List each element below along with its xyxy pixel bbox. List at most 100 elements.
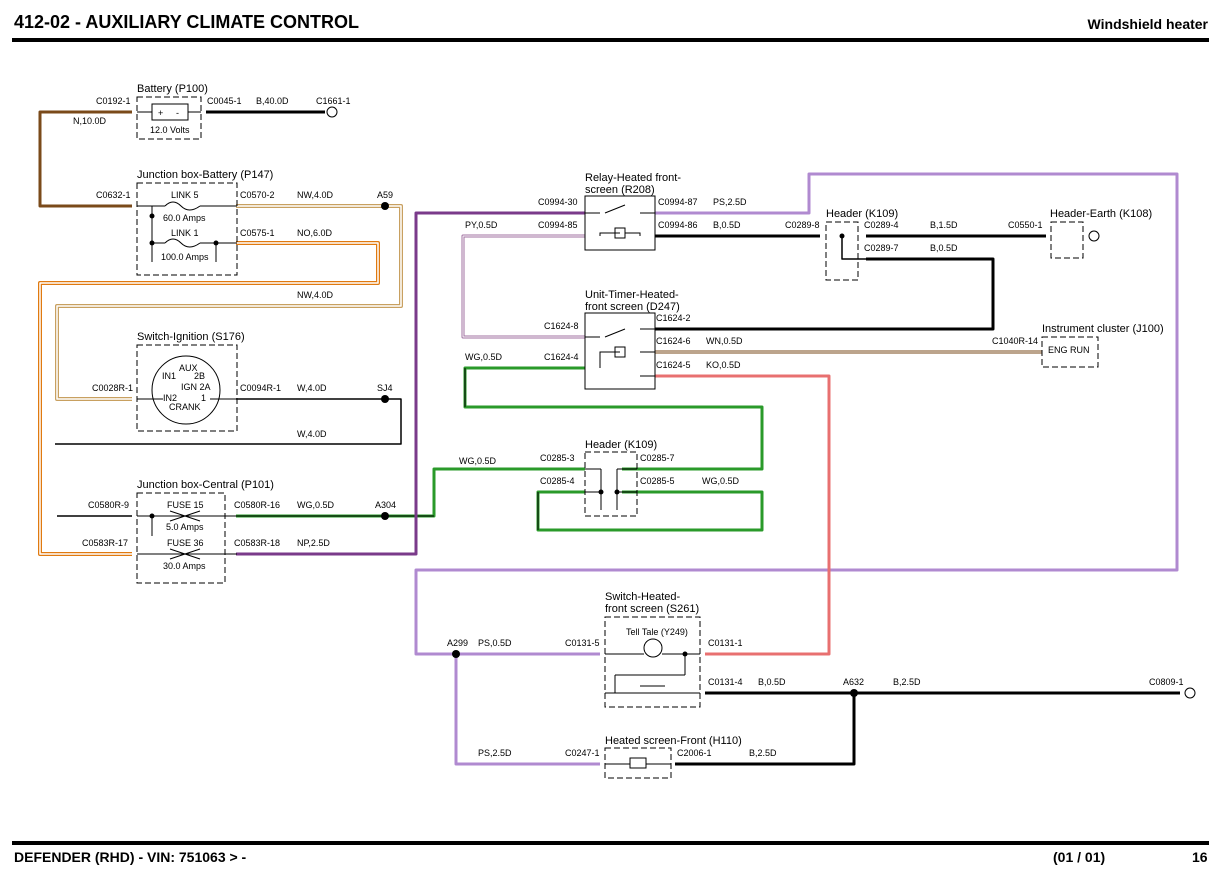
svg-text:-: - bbox=[176, 108, 179, 118]
wire-label-ko05: KO,0.5D bbox=[706, 360, 741, 370]
pin-c0550-1: C0550-1 bbox=[1008, 220, 1043, 230]
svg-text:+: + bbox=[158, 108, 163, 118]
pin-c0131-1: C0131-1 bbox=[708, 638, 743, 648]
wire-np25 bbox=[236, 211, 585, 556]
pin-c0289-7: C0289-7 bbox=[864, 243, 899, 253]
screen-title: Heated screen-Front (H110) bbox=[605, 735, 742, 747]
unit-timer-d247 bbox=[584, 312, 656, 390]
wire-wg05-a304 bbox=[236, 467, 585, 518]
splice-label-sj4: SJ4 bbox=[377, 383, 393, 393]
battery-voltage: 12.0 Volts bbox=[150, 125, 190, 135]
switch-heated-front-screen-s261 bbox=[604, 616, 701, 708]
pin-c0285-4: C0285-4 bbox=[540, 476, 575, 486]
pin-c0809-1: C0809-1 bbox=[1149, 677, 1184, 687]
relay-title-1: Relay-Heated front- bbox=[585, 172, 681, 184]
fuse36-rating: 30.0 Amps bbox=[163, 561, 206, 571]
pin-c0285-7: C0285-7 bbox=[640, 453, 675, 463]
ign-in1: IN1 bbox=[162, 371, 176, 381]
wire-label-w40b: W,4.0D bbox=[297, 429, 327, 439]
wire-n10 bbox=[38, 110, 132, 208]
page-title: 412-02 - AUXILIARY CLIMATE CONTROL bbox=[14, 12, 360, 32]
pin-c0192-1: C0192-1 bbox=[96, 96, 131, 106]
footer-vehicle: DEFENDER (RHD) - VIN: 751063 > - bbox=[14, 849, 247, 865]
junction-box-central-p101 bbox=[136, 492, 237, 584]
ignition-title: Switch-Ignition (S176) bbox=[137, 331, 245, 343]
ign-aux: AUX bbox=[179, 363, 198, 373]
wire-label-nw40b: NW,4.0D bbox=[297, 290, 334, 300]
splice-label-a59: A59 bbox=[377, 190, 393, 200]
switch-title-2: front screen (S261) bbox=[605, 603, 699, 615]
wire-ps25-loop bbox=[414, 172, 1179, 656]
relay-heated-front-screen-r208 bbox=[584, 195, 656, 251]
pin-c1624-8: C1624-8 bbox=[544, 321, 579, 331]
ign-in2: IN2 bbox=[163, 393, 177, 403]
header-earth-k108 bbox=[1050, 221, 1100, 259]
footer-rule bbox=[12, 841, 1209, 845]
pin-c2006-1: C2006-1 bbox=[677, 748, 712, 758]
header-earth-title: Header-Earth (K108) bbox=[1050, 208, 1152, 220]
wire-label-b15: B,1.5D bbox=[930, 220, 958, 230]
wire-wg05-header bbox=[536, 490, 764, 532]
pin-c0994-87: C0994-87 bbox=[658, 197, 698, 207]
wire-label-py05: PY,0.5D bbox=[465, 220, 498, 230]
jb-battery-title: Junction box-Battery (P147) bbox=[137, 169, 273, 181]
wire-header-internal bbox=[841, 236, 866, 260]
header-mid-title: Header (K109) bbox=[585, 439, 657, 451]
wire-label-b05c: B,0.5D bbox=[758, 677, 786, 687]
wire-label-wg05b: WG,0.5D bbox=[465, 352, 503, 362]
pin-c0583r-18: C0583R-18 bbox=[234, 538, 280, 548]
wire-b05-timer bbox=[655, 257, 995, 331]
pin-c0289-4: C0289-4 bbox=[864, 220, 899, 230]
wire-ps25-screen bbox=[454, 654, 600, 766]
pin-c0580r-9: C0580R-9 bbox=[88, 500, 129, 510]
cluster-title: Instrument cluster (J100) bbox=[1042, 323, 1164, 335]
wire-label-ps25b: PS,2.5D bbox=[478, 748, 512, 758]
wire-label-b05b: B,0.5D bbox=[930, 243, 958, 253]
pin-c0994-85: C0994-85 bbox=[538, 220, 578, 230]
splice-a299 bbox=[452, 650, 460, 658]
wire-wg05-timer bbox=[463, 366, 764, 471]
ign-2a: IGN 2A bbox=[181, 382, 211, 392]
wire-b25-screen bbox=[675, 693, 856, 766]
pin-c1040r-14: C1040R-14 bbox=[992, 336, 1038, 346]
splice-a59 bbox=[381, 202, 389, 210]
footer-page: (01 / 01) bbox=[1053, 849, 1106, 865]
timer-title-1: Unit-Timer-Heated- bbox=[585, 289, 679, 301]
splice-a304 bbox=[381, 512, 389, 520]
battery-title: Battery (P100) bbox=[137, 83, 208, 95]
switch-ignition-s176 bbox=[136, 344, 238, 432]
wire-label-no60: NO,6.0D bbox=[297, 228, 333, 238]
switch-title-1: Switch-Heated- bbox=[605, 591, 681, 603]
splice-a632 bbox=[850, 689, 858, 697]
wire-label-ps05: PS,0.5D bbox=[478, 638, 512, 648]
pin-c0580r-16: C0580R-16 bbox=[234, 500, 280, 510]
pin-c1624-2: C1624-2 bbox=[656, 313, 691, 323]
wire-nw40 bbox=[55, 204, 403, 401]
pin-c0994-86: C0994-86 bbox=[658, 220, 698, 230]
header-top-title: Header (K109) bbox=[826, 208, 898, 220]
wire-label-w40a: W,4.0D bbox=[297, 383, 327, 393]
ign-1: 1 bbox=[201, 393, 206, 403]
heated-screen-front-h110 bbox=[604, 747, 672, 779]
pin-c0247-1: C0247-1 bbox=[565, 748, 600, 758]
link1-rating: 100.0 Amps bbox=[161, 252, 209, 262]
footer-page-number: 16 bbox=[1192, 849, 1208, 865]
header-k109-mid bbox=[584, 451, 638, 517]
pin-c0131-4: C0131-4 bbox=[708, 677, 743, 687]
wire-label-b40: B,40.0D bbox=[256, 96, 289, 106]
ign-crank: CRANK bbox=[169, 402, 201, 412]
wire-label-wg05c: WG,0.5D bbox=[459, 456, 497, 466]
fuse15-rating: 5.0 Amps bbox=[166, 522, 204, 532]
pin-c1661-1: C1661-1 bbox=[316, 96, 351, 106]
pin-c0094r-1: C0094R-1 bbox=[240, 383, 281, 393]
pin-c0632-1: C0632-1 bbox=[96, 190, 131, 200]
wire-label-b25b: B,2.5D bbox=[749, 748, 777, 758]
cluster-eng-run: ENG RUN bbox=[1048, 345, 1090, 355]
pin-c0289-8: C0289-8 bbox=[785, 220, 820, 230]
wire-label-b05a: B,0.5D bbox=[713, 220, 741, 230]
pin-c0575-1: C0575-1 bbox=[240, 228, 275, 238]
splice-label-a304: A304 bbox=[375, 500, 396, 510]
pin-c0028r-1: C0028R-1 bbox=[92, 383, 133, 393]
pin-c0285-3: C0285-3 bbox=[540, 453, 575, 463]
pin-c0045-1: C0045-1 bbox=[207, 96, 242, 106]
